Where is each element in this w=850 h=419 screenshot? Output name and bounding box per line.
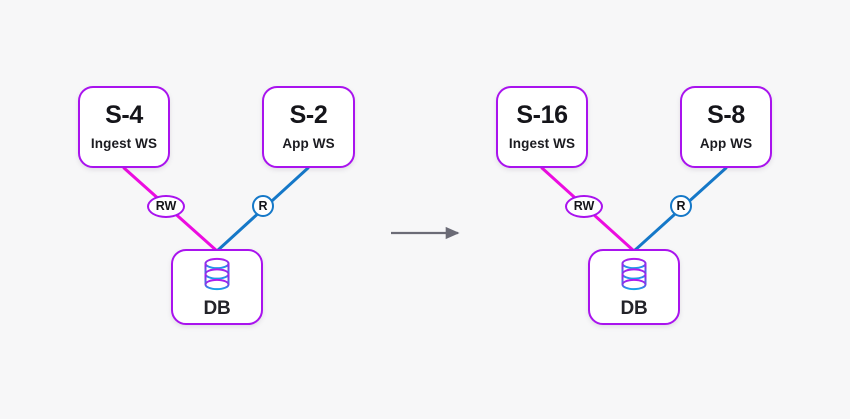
node-title: S-4	[105, 101, 143, 130]
node-label: DB	[203, 297, 231, 319]
edge-badge-label: RW	[573, 199, 595, 214]
node-db-before[interactable]: DB	[171, 249, 263, 325]
node-app-ws-after[interactable]: S-8 App WS	[680, 86, 772, 168]
node-title: S-8	[707, 101, 745, 130]
database-cylinder-icon	[204, 257, 230, 290]
node-subtitle: Ingest WS	[508, 136, 576, 152]
edge-badge-r-before[interactable]: R	[252, 195, 274, 217]
edge-badge-r-after[interactable]: R	[670, 195, 692, 217]
node-subtitle: App WS	[282, 136, 335, 152]
node-subtitle: App WS	[699, 136, 753, 152]
edge-badge-rw-after[interactable]: RW	[565, 195, 603, 218]
node-title: S-2	[289, 101, 328, 130]
node-title: S-16	[516, 101, 568, 130]
node-app-ws-before[interactable]: S-2 App WS	[262, 86, 355, 168]
node-label: DB	[620, 297, 648, 319]
edge-badge-label: R	[676, 198, 686, 213]
database-cylinder-icon	[621, 257, 647, 290]
node-ingest-ws-before[interactable]: S-4 Ingest WS	[78, 86, 170, 168]
node-subtitle: Ingest WS	[90, 136, 158, 152]
node-db-after[interactable]: DB	[588, 249, 680, 325]
edge-badge-label: RW	[155, 199, 177, 214]
node-ingest-ws-after[interactable]: S-16 Ingest WS	[496, 86, 588, 168]
edge-badge-label: R	[258, 198, 268, 213]
edge-badge-rw-before[interactable]: RW	[147, 195, 185, 218]
